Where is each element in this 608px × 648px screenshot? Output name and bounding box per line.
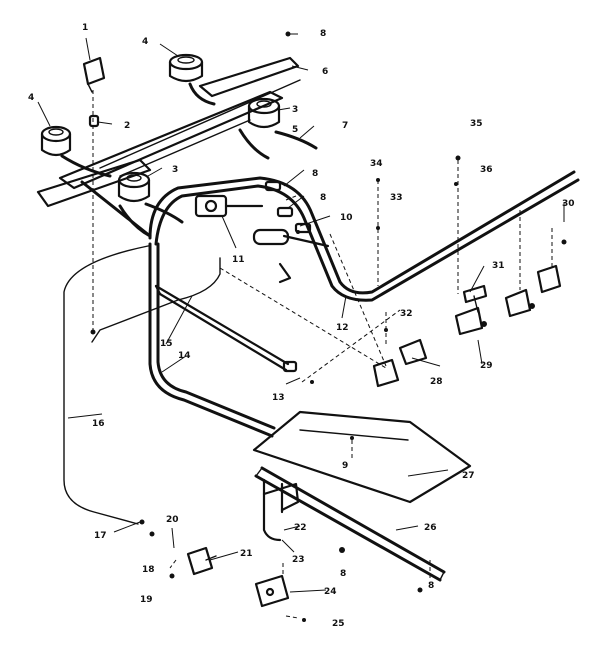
callout-9: 9 [342,461,348,471]
callout-10: 10 [340,213,353,223]
broil-tube [91,257,221,343]
burner-head-front-right [117,171,184,224]
valve-row [372,264,562,388]
flame-spreader-rod [154,284,298,373]
callout-20: 20 [166,515,179,525]
pilot-line [63,245,149,525]
callout-29: 29 [480,361,493,371]
callout-31: 31 [492,261,505,271]
burner-head-front-left [40,125,112,178]
igniter [186,546,217,576]
callout-17: 17 [94,531,107,541]
callout-33: 33 [390,193,403,203]
callout-8: 8 [312,169,318,179]
callout-35: 35 [470,119,483,129]
pressure-regulator [194,194,264,218]
oven-burner [254,466,446,582]
oven-burner-tube [148,242,276,438]
callout-32: 32 [400,309,413,319]
manifold-bracket [462,284,488,313]
baffle [252,410,472,504]
callout-5: 5 [292,125,298,135]
leader-dots [90,31,567,622]
callout-8: 8 [320,193,326,203]
callout-21: 21 [240,549,253,559]
callout-34: 34 [370,159,383,169]
callout-3: 3 [292,105,298,115]
bracket-clip [82,56,106,93]
callout-3: 3 [172,165,178,175]
burner-support-frame [36,56,301,208]
callout-8: 8 [320,29,326,39]
callout-4: 4 [28,93,34,103]
callout-24: 24 [324,587,337,597]
callout-22: 22 [294,523,307,533]
callout-19: 19 [140,595,153,605]
callout-12: 12 [336,323,349,333]
safety-valve [254,574,290,608]
callout-28: 28 [430,377,443,387]
callout-25: 25 [332,619,345,629]
spacer [88,114,100,128]
callout-30: 30 [562,199,575,209]
leader-lines [37,33,565,619]
callout-13: 13 [272,393,285,403]
callout-7: 7 [342,121,348,131]
callout-4: 4 [142,37,148,47]
callout-2: 2 [124,121,130,131]
burner-venturi [262,478,300,542]
callout-36: 36 [480,165,493,175]
callout-6: 6 [322,67,328,77]
connector-fittings [139,519,345,553]
orifice-fittings [264,180,312,234]
callout-16: 16 [92,419,105,429]
callout-23: 23 [292,555,305,565]
manifold-pipe [148,170,580,302]
callout-8: 8 [340,569,346,579]
callout-18: 18 [142,565,155,575]
burner-head-rear-right [247,97,318,150]
callout-15: 15 [160,339,173,349]
callout-26: 26 [424,523,437,533]
thermostat-sensor [252,228,330,284]
callout-14: 14 [178,351,191,361]
callout-8: 8 [428,581,434,591]
callout-1: 1 [82,23,88,33]
burner-head-rear-left [168,53,216,106]
callouts: 1 2 3 3 4 4 5 6 7 8 8 8 9 10 11 12 13 14… [28,23,575,629]
callout-11: 11 [232,255,245,265]
callout-27: 27 [462,471,475,481]
callouts-extra: 8 8 [340,569,434,591]
